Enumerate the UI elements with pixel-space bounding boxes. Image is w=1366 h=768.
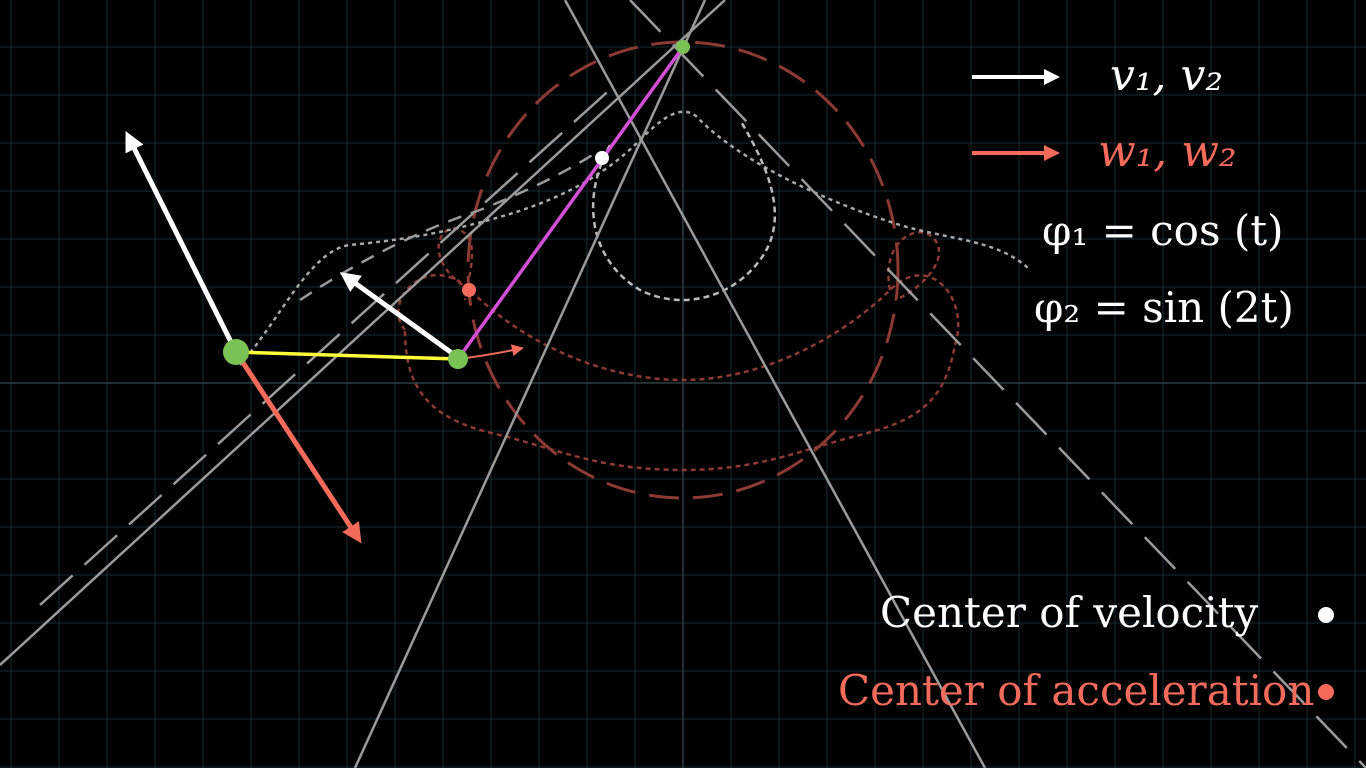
acceleration-center-loop-left (437, 227, 474, 301)
velocity-vector-v2 (339, 272, 458, 359)
joint-b (448, 349, 468, 369)
joint-c (676, 40, 690, 54)
joint-a (223, 339, 249, 365)
velocity-center-point (595, 151, 609, 165)
center-of-acceleration-dot (1318, 684, 1334, 700)
link-crank (235, 350, 459, 361)
acceleration-vector-w1 (235, 353, 362, 544)
acceleration-center-trace (397, 274, 960, 472)
legend-velocity-label: v₁, v₂ (1110, 50, 1223, 101)
center-of-velocity-dot (1318, 607, 1334, 623)
construction-line (563, 0, 987, 768)
center-of-acceleration-label: Center of acceleration (838, 666, 1315, 715)
coupler-trace-circle (466, 40, 900, 500)
center-of-velocity-label: Center of velocity (880, 588, 1259, 637)
velocity-vector-v1 (125, 131, 239, 354)
acceleration-center-point (462, 283, 476, 297)
construction-line (629, 0, 1366, 768)
velocity-center-upper-dashed (299, 148, 601, 302)
acceleration-center-loop-right (887, 231, 941, 302)
construction-line (0, 0, 726, 666)
equation-phi2: φ₂ = sin (2t) (1034, 283, 1294, 332)
construction-line (39, 84, 616, 606)
equation-phi1: φ₁ = cos (t) (1042, 206, 1284, 255)
link-coupler (456, 45, 685, 361)
velocity-center-inner-loop (591, 119, 776, 302)
legend-acceleration-label: w₁, w₂ (1098, 126, 1237, 177)
construction-line (353, 0, 707, 768)
